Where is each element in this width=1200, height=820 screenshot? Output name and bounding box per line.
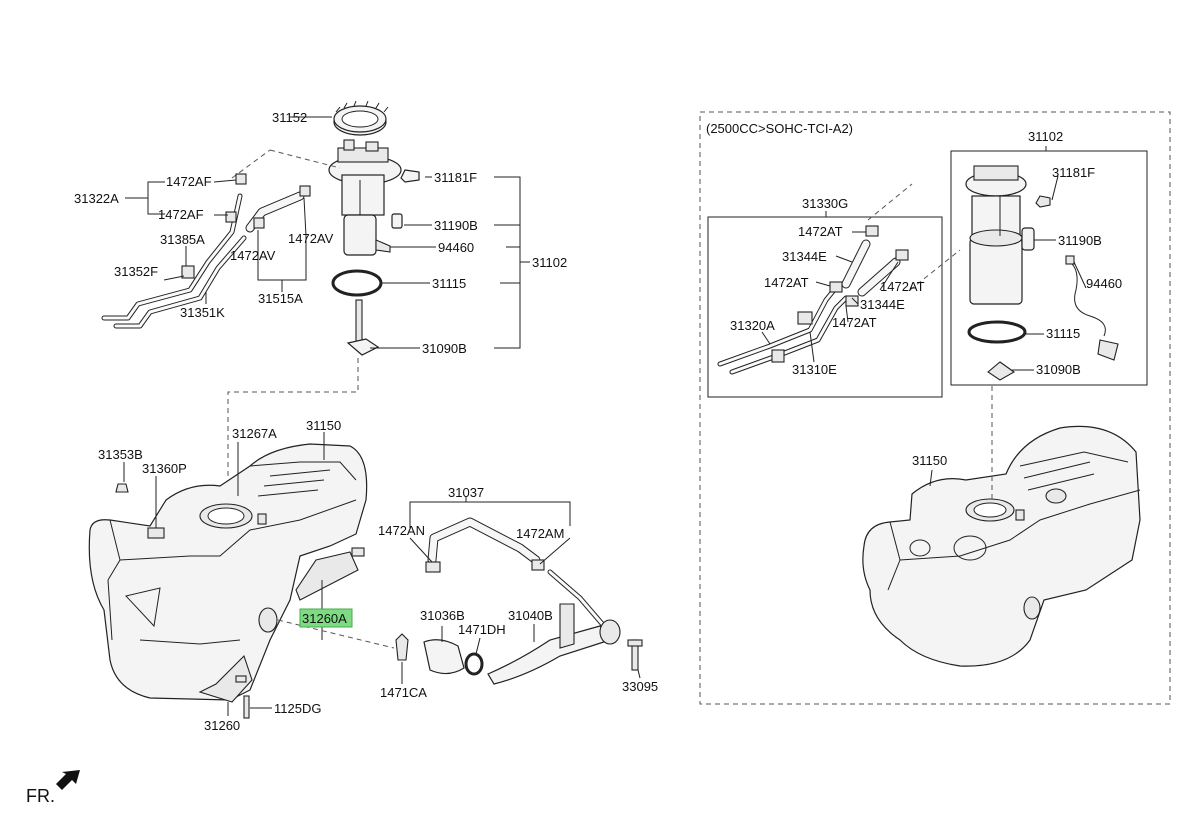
label-1472at-2[interactable]: 1472AT xyxy=(764,275,809,290)
right-sender-base[interactable] xyxy=(987,361,1016,381)
front-indicator: FR. xyxy=(26,770,80,806)
variant-header: (2500CC>SOHC-TCI-A2) xyxy=(706,121,853,136)
label-31310e[interactable]: 31310E xyxy=(792,362,837,377)
label-1472av-a[interactable]: 1472AV xyxy=(288,231,334,246)
right-sender-wire[interactable] xyxy=(1065,255,1119,361)
label-31322a[interactable]: 31322A xyxy=(74,191,119,206)
label-31344e-2[interactable]: 31344E xyxy=(860,297,905,312)
label-31344e-1[interactable]: 31344E xyxy=(782,249,827,264)
retaining-ring[interactable] xyxy=(333,100,389,136)
label-31036b[interactable]: 31036B xyxy=(420,608,465,623)
pump-o-ring[interactable] xyxy=(331,269,383,297)
label-31353b[interactable]: 31353B xyxy=(98,447,143,462)
vent-valve-31181f[interactable] xyxy=(400,169,420,183)
right-fuel-tank[interactable] xyxy=(862,425,1141,667)
right-check-valve[interactable] xyxy=(1021,227,1035,251)
label-1472at-1[interactable]: 1472AT xyxy=(798,224,843,239)
label-31040b[interactable]: 31040B xyxy=(508,608,553,623)
label-31115[interactable]: 31115 xyxy=(432,276,466,291)
label-31150-left[interactable]: 31150 xyxy=(306,418,341,433)
variant-frame xyxy=(699,111,1171,705)
label-31267a[interactable]: 31267A xyxy=(232,426,277,441)
label-31037[interactable]: 31037 xyxy=(448,485,484,500)
label-31190b[interactable]: 31190B xyxy=(434,218,478,233)
label-31260a[interactable]: 31260A xyxy=(302,611,347,626)
label-31102-right[interactable]: 31102 xyxy=(1028,129,1063,144)
label-31330g[interactable]: 31330G xyxy=(802,196,848,211)
label-31181f[interactable]: 31181F xyxy=(434,170,477,185)
label-1472at-4[interactable]: 1472AT xyxy=(832,315,877,330)
label-31260[interactable]: 31260 xyxy=(204,718,240,733)
label-31115-right[interactable]: 31115 xyxy=(1046,326,1080,341)
label-31181f-right[interactable]: 31181F xyxy=(1052,165,1095,180)
right-vent-valve[interactable] xyxy=(1035,195,1051,208)
right-pump-module[interactable] xyxy=(965,165,1027,305)
label-94460[interactable]: 94460 xyxy=(438,240,474,255)
label-31150-right[interactable]: 31150 xyxy=(912,453,947,468)
label-31090b[interactable]: 31090B xyxy=(422,341,467,356)
front-arrow-icon xyxy=(56,770,80,790)
left-pump-group xyxy=(101,100,530,500)
label-1472af-lower[interactable]: 1472AF xyxy=(158,207,204,222)
label-31102-left[interactable]: 31102 xyxy=(532,255,567,270)
right-lines-box xyxy=(707,216,943,398)
label-1472at-3[interactable]: 1472AT xyxy=(880,279,925,294)
label-1472af-upper[interactable]: 1472AF xyxy=(166,174,212,189)
label-31152[interactable]: 31152 xyxy=(272,110,307,125)
check-valve-31190b[interactable] xyxy=(391,213,403,229)
label-31090b-right[interactable]: 31090B xyxy=(1036,362,1081,377)
highlight-31260a xyxy=(299,608,353,628)
front-label: FR. xyxy=(26,786,55,806)
filler-neck-assembly[interactable] xyxy=(395,517,643,685)
label-31351k[interactable]: 31351K xyxy=(180,305,225,320)
vent-tube-assembly[interactable] xyxy=(101,173,311,329)
label-1472an[interactable]: 1472AN xyxy=(378,523,425,538)
label-94460-right[interactable]: 94460 xyxy=(1086,276,1122,291)
label-1472av-b[interactable]: 1472AV xyxy=(230,248,276,263)
label-31385a[interactable]: 31385A xyxy=(160,232,205,247)
label-31360p[interactable]: 31360P xyxy=(142,461,187,476)
label-1471dh[interactable]: 1471DH xyxy=(458,622,506,637)
fuel-pump-module[interactable] xyxy=(328,139,402,256)
label-1125dg[interactable]: 1125DG xyxy=(274,701,321,716)
part-labels: 31152 31181F 31190B 94460 31115 31090B 3… xyxy=(74,110,1122,733)
bolt-1125dg[interactable] xyxy=(243,695,250,719)
label-33095[interactable]: 33095 xyxy=(622,679,658,694)
label-31320a[interactable]: 31320A xyxy=(730,318,775,333)
label-31190b-right[interactable]: 31190B xyxy=(1058,233,1102,248)
right-o-ring[interactable] xyxy=(967,320,1027,344)
label-1471ca[interactable]: 1471CA xyxy=(380,685,427,700)
tank-screw-31353b[interactable] xyxy=(115,483,129,493)
right-fuel-lines[interactable] xyxy=(717,225,909,375)
right-pump-box xyxy=(950,150,1148,386)
label-31515a[interactable]: 31515A xyxy=(258,291,303,306)
label-1472am[interactable]: 1472AM xyxy=(516,526,564,541)
sender-unit[interactable] xyxy=(346,299,380,356)
label-31352f[interactable]: 31352F xyxy=(114,264,158,279)
left-fuel-tank[interactable] xyxy=(88,443,368,703)
